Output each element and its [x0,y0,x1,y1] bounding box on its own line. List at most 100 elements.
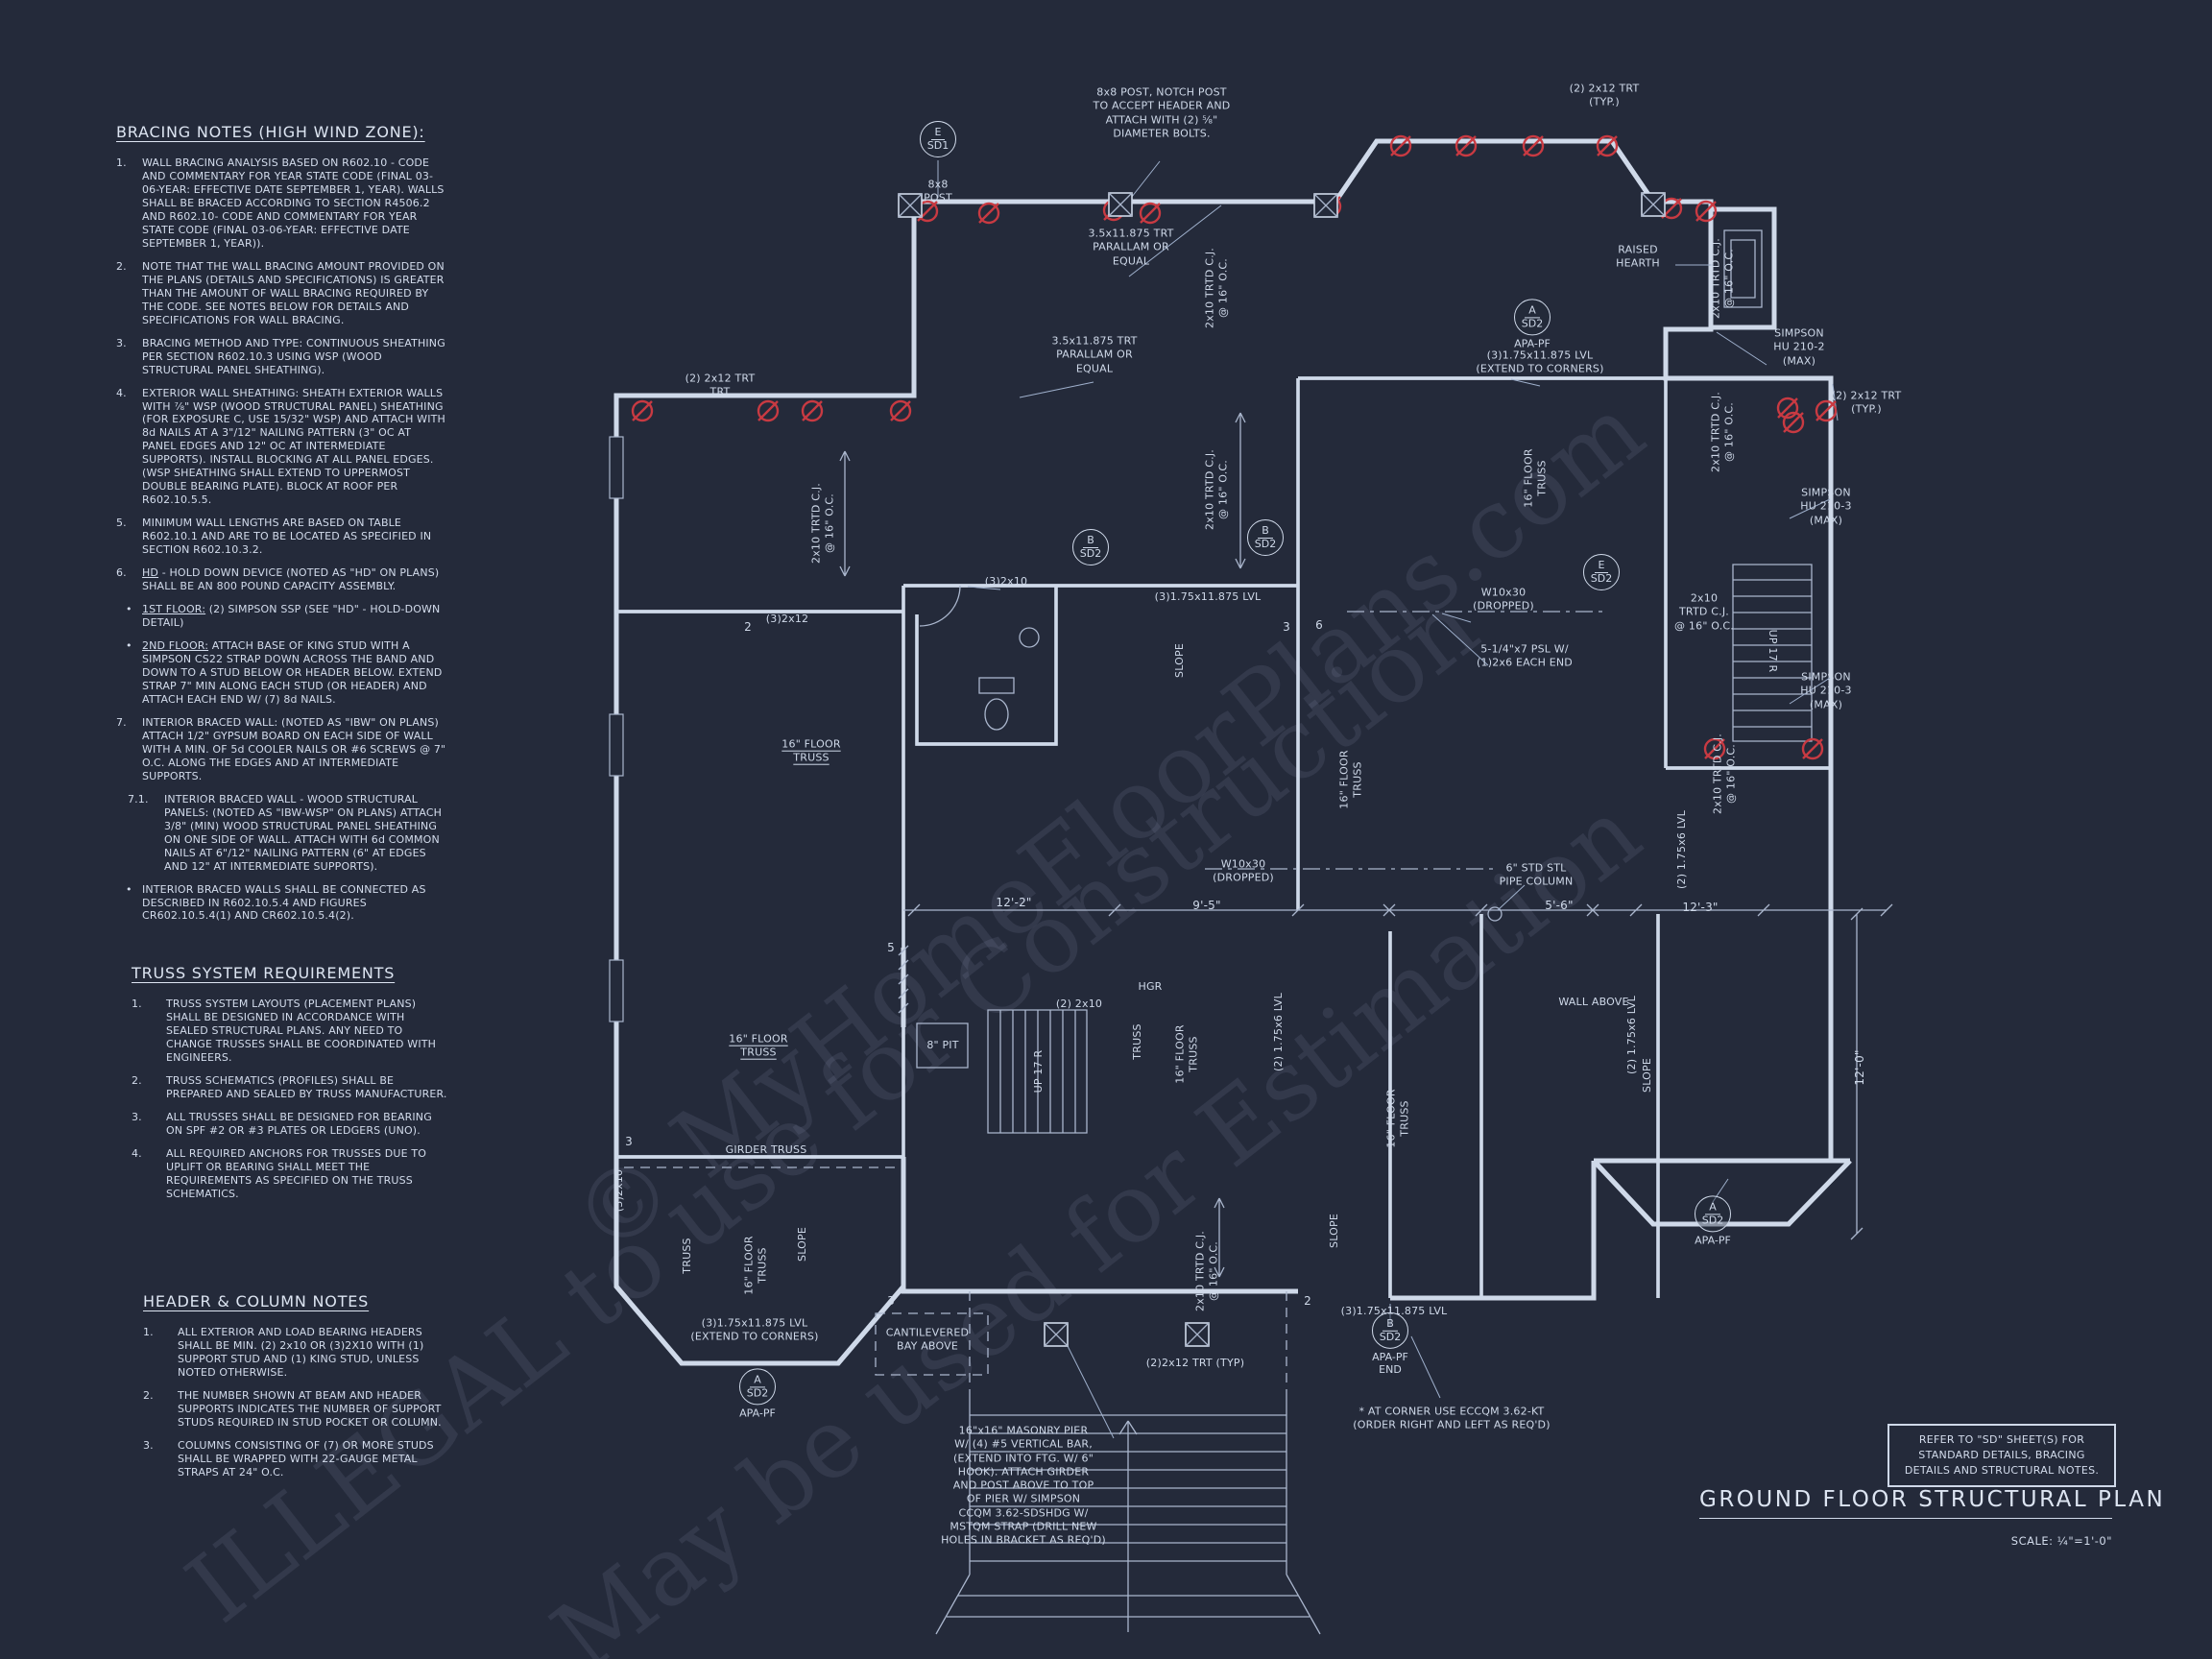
hold-down-mark [757,399,780,422]
truss-notes-title: TRUSS SYSTEM REQUIREMENTS [132,964,396,982]
note-number: 6. [116,566,127,580]
note-text: ALL TRUSSES SHALL BE DESIGNED FOR BEARIN… [166,1110,432,1137]
hold-down-mark [1139,202,1162,225]
note-item: 7.1. INTERIOR BRACED WALL - WOOD STRUCTUR… [116,793,447,874]
note-text: BRACING METHOD AND TYPE: CONTINUOUS SHEA… [142,336,445,376]
callout-letter: E [1594,560,1609,573]
truss-notes-section: TRUSS SYSTEM REQUIREMENTS 1.TRUSS SYSTEM… [132,964,450,1211]
note-item: 2.THE NUMBER SHOWN AT BEAM AND HEADER SU… [143,1389,448,1430]
callout-sheet: SD2 [1379,1330,1402,1343]
note-number: 1. [143,1326,154,1338]
truss-notes-list: 1.TRUSS SYSTEM LAYOUTS (PLACEMENT PLANS)… [132,998,450,1201]
post-mark [1044,1322,1069,1347]
hold-down-mark [801,399,824,422]
callout-sub: APA-PF [1514,337,1551,350]
dimension-lines [903,903,1893,1240]
note-text: INTERIOR BRACED WALL - WOOD STRUCTURAL P… [164,792,443,873]
note-item: 1.WALL BRACING ANALYSIS BASED ON R602.10… [116,156,447,251]
hold-down-mark [1455,134,1478,157]
note-number: 2. [116,259,127,273]
hold-down-mark [1704,738,1725,759]
note-item: 4.ALL REQUIRED ANCHORS FOR TRUSSES DUE T… [132,1147,450,1201]
note-text: 1ST FLOOR: (2) SIMPSON SSP (SEE "HD" - H… [142,603,441,630]
note-number: 7.1. [128,792,149,805]
note-item: 7. INTERIOR BRACED WALL: (NOTED AS "IBW" … [116,716,447,783]
hold-down-mark [1802,738,1823,759]
bracing-notes-section: BRACING NOTES (HIGH WIND ZONE): 1.WALL B… [116,123,447,932]
note-item: 1.ALL EXTERIOR AND LOAD BEARING HEADERS … [143,1326,448,1380]
callout-sheet: SD1 [926,138,950,152]
wall-hatches [898,945,909,1014]
hold-down-mark [632,400,653,421]
note-text: INTERIOR BRACED WALLS SHALL BE CONNECTED… [142,882,426,923]
sheet-title: GROUND FLOOR STRUCTURAL PLAN [1699,1487,2163,1519]
hold-down-mark [1776,397,1799,420]
callout-sheet: SD2 [1521,316,1544,329]
note-item: 5.MINIMUM WALL LENGTHS ARE BASED ON TABL… [116,517,447,557]
note-lead: 1ST FLOOR: [142,603,206,616]
hold-down-mark [757,400,779,421]
dashed-lines [624,611,1605,1397]
note-number: 4. [132,1146,142,1160]
hold-down-mark [1782,411,1805,434]
note-number: 3. [143,1438,154,1452]
note-text: 2ND FLOOR: ATTACH BASE OF KING STUD WITH… [142,639,443,706]
post-mark [1185,1322,1210,1347]
callout-sheet: SD2 [746,1385,769,1399]
hold-down-mark [1597,135,1618,156]
callout-sheet: SD2 [1701,1213,1724,1226]
note-item: 2.TRUSS SCHEMATICS (PROFILES) SHALL BE P… [132,1074,450,1101]
callout-letter: A [1525,304,1540,318]
hold-down-mark [1390,135,1411,156]
pipe-column-symbol [1487,906,1503,922]
note-lead: HD [142,566,159,580]
callout-sub: APA-PF [1695,1234,1731,1247]
bracing-notes-list: 1.WALL BRACING ANALYSIS BASED ON R602.10… [116,156,447,923]
post-mark [1641,192,1666,217]
note-item: 3. BRACING METHOD AND TYPE: CONTINUOUS SH… [116,337,447,377]
callout-letter: E [930,127,946,140]
note-number: 4. [116,386,127,399]
hold-down-mark [1815,399,1838,422]
note-number: 7. [116,715,127,729]
hold-down-mark [977,202,1000,225]
hold-down-mark [1596,134,1619,157]
note-number: 5. [116,517,127,530]
note-text: COLUMNS CONSISTING OF (7) OR MORE STUDS … [178,1438,434,1479]
note-lead: 2ND FLOOR: [142,639,209,653]
hold-down-mark [1695,201,1717,222]
header-column-notes-list: 1.ALL EXTERIOR AND LOAD BEARING HEADERS … [143,1326,448,1479]
callout-letter: A [1705,1201,1720,1214]
note-item: 6.HD - HOLD DOWN DEVICE (NOTED AS "HD" O… [116,566,447,593]
note-number: 3. [132,1110,142,1123]
callout-letter: B [1382,1318,1398,1332]
hold-down-mark [1783,412,1804,433]
note-number: 3. [116,336,127,349]
interior-walls [614,376,1833,1300]
pit-box [916,1022,969,1069]
post-mark [898,193,923,218]
note-item: •1ST FLOOR: (2) SIMPSON SSP (SEE "HD" - … [116,603,447,630]
note-item: 2. NOTE THAT THE WALL BRACING AMOUNT PROV… [116,260,447,327]
hold-down-mark [1523,135,1544,156]
hold-down-mark [631,399,654,422]
hold-down-mark [1695,200,1718,223]
main-stairs [935,1397,1321,1635]
hold-down-mark [1389,134,1412,157]
note-text: INTERIOR BRACED WALL: (NOTED AS "IBW" ON… [142,715,446,782]
hold-down-mark [1140,203,1161,224]
note-text: NOTE THAT THE WALL BRACING AMOUNT PROVID… [142,259,445,326]
note-item: 3. COLUMNS CONSISTING OF (7) OR MORE STUD… [143,1439,448,1479]
bracing-notes-title: BRACING NOTES (HIGH WIND ZONE): [116,123,425,141]
note-item: •INTERIOR BRACED WALLS SHALL BE CONNECTE… [116,883,447,924]
